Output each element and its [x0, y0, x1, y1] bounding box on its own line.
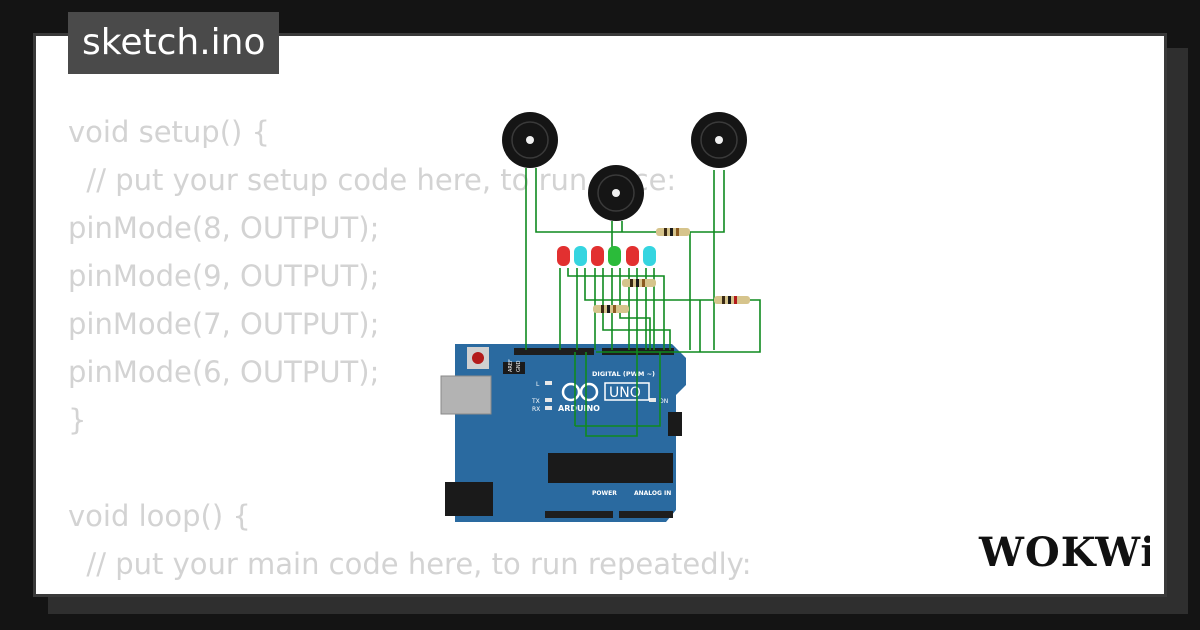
led-rx — [545, 406, 552, 410]
led-red-1[interactable] — [557, 246, 570, 266]
wokwi-logo: WOKWi — [978, 529, 1150, 576]
code-line: pinMode(9, OUTPUT); — [68, 259, 380, 293]
reset-button-cap[interactable] — [472, 352, 484, 364]
resistor-1[interactable] — [656, 228, 690, 236]
uno-badge — [604, 382, 650, 401]
arduino-uno-board: DIGITAL (PWM ~) AREF GND L TX RX ON ARDU… — [440, 344, 686, 522]
rx-label: RX — [532, 406, 540, 413]
uno-label: UNO — [609, 385, 641, 401]
led-red-2[interactable] — [591, 246, 604, 266]
resistor-4[interactable] — [593, 305, 629, 313]
buzzer-middle[interactable] — [588, 165, 644, 221]
buzzer-left[interactable] — [502, 112, 558, 168]
wokwi-logo-text: WOKWi — [978, 529, 1150, 576]
file-name-tab: sketch.ino — [68, 12, 280, 74]
code-line: void setup() { — [68, 115, 270, 149]
usb-port — [440, 375, 492, 415]
gnd-label: GND — [516, 360, 522, 372]
icsp-header-2 — [668, 412, 682, 436]
led-on — [649, 398, 656, 402]
power-jack — [445, 482, 493, 516]
led-cyan-2[interactable] — [643, 246, 656, 266]
analog-header-label: ANALOG IN — [634, 490, 671, 497]
digital-header-label: DIGITAL (PWM ~) — [592, 370, 655, 378]
resistor-3[interactable] — [714, 296, 750, 304]
code-line: pinMode(6, OUTPUT); — [68, 355, 380, 389]
code-line: void loop() { — [68, 499, 251, 533]
tx-label: TX — [531, 398, 540, 405]
led-cyan-1[interactable] — [574, 246, 587, 266]
code-line: pinMode(8, OUTPUT); — [68, 211, 380, 245]
code-line: } — [68, 403, 87, 437]
led-red-3[interactable] — [626, 246, 639, 266]
digital-header-left — [514, 348, 594, 355]
led-green-1[interactable] — [608, 246, 621, 266]
preview-card: void setup() { // put your setup code he… — [33, 33, 1167, 597]
analog-header — [619, 511, 673, 518]
l-label: L — [536, 381, 540, 388]
code-line: // put your main code here, to run repea… — [68, 547, 752, 581]
led-l — [545, 381, 552, 385]
code-line: pinMode(7, OUTPUT); — [68, 307, 380, 341]
power-header — [545, 511, 613, 518]
on-label: ON — [659, 398, 668, 405]
resistor-2[interactable] — [622, 279, 656, 287]
atmega-chip — [548, 453, 673, 483]
led-row — [557, 246, 656, 266]
arduino-brand: ARDUINO — [558, 404, 600, 413]
icsp-header — [503, 362, 525, 374]
led-tx — [545, 398, 552, 402]
buzzer-right[interactable] — [691, 112, 747, 168]
arduino-logo-icon — [561, 382, 599, 402]
power-header-label: POWER — [592, 490, 617, 497]
aref-label: AREF — [508, 359, 514, 372]
